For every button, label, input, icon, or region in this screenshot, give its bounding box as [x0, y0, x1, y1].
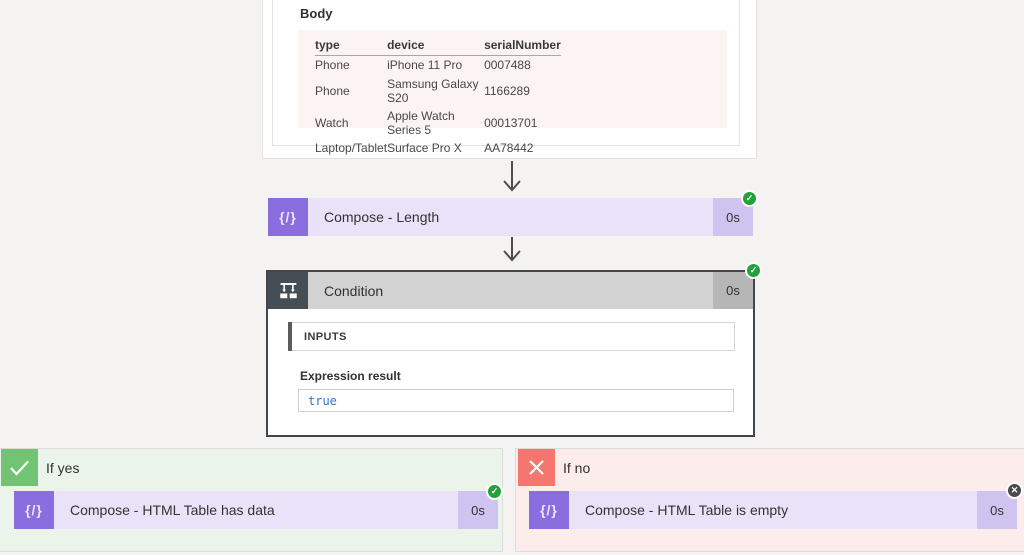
action-duration: 0s: [713, 272, 753, 309]
action-title: Compose - HTML Table has data: [54, 491, 458, 529]
if-no-cross-icon: [518, 449, 555, 486]
condition-branch-icon: [268, 272, 308, 309]
cell-type: Laptop/Tablet: [315, 141, 388, 156]
cell-serial: 0007488: [484, 58, 531, 73]
expression-result-label: Expression result: [300, 369, 401, 383]
if-yes-label: If yes: [46, 459, 80, 476]
table-row: Watch Apple Watch Series 5 00013701: [315, 107, 561, 139]
action-compose-length[interactable]: {/} Compose - Length 0s ✓: [268, 190, 758, 236]
cell-device: Samsung Galaxy S20: [387, 76, 479, 105]
cell-type: Phone: [315, 58, 350, 73]
success-check-badge: ✓: [741, 190, 758, 207]
column-header-type: type: [315, 36, 388, 56]
action-compose-html-table-is-empty[interactable]: {/} Compose - HTML Table is empty 0s ✕: [529, 482, 1023, 529]
table-row: Phone iPhone 11 Pro 0007488: [315, 56, 561, 75]
success-check-badge: ✓: [745, 262, 762, 279]
if-no-branch-card: If no {/} Compose - HTML Table is empty …: [515, 448, 1024, 552]
success-check-badge: ✓: [486, 483, 503, 500]
action-title: Compose - HTML Table is empty: [569, 491, 977, 529]
table-header-row: type device serialNumber: [315, 36, 561, 56]
column-header-device: device: [387, 36, 485, 56]
cell-type: Watch: [315, 115, 349, 130]
skipped-cross-badge: ✕: [1006, 482, 1023, 499]
compose-icon: {/}: [268, 198, 308, 236]
cell-device: Surface Pro X: [387, 141, 462, 156]
inputs-accent-bar: [288, 322, 292, 351]
action-title: Compose - Length: [308, 198, 713, 236]
cell-device: Apple Watch Series 5: [387, 108, 455, 137]
action-title: Condition: [308, 272, 713, 309]
cell-device: iPhone 11 Pro: [387, 58, 463, 73]
compose-icon: {/}: [14, 491, 54, 529]
compose-icon: {/}: [529, 491, 569, 529]
if-yes-branch-card: If yes {/} Compose - HTML Table has data…: [0, 448, 503, 552]
connector-arrow-down: [503, 161, 521, 192]
table-row: Phone Samsung Galaxy S20 1166289: [315, 74, 561, 106]
condition-card: Condition 0s ✓ INPUTS Expression result …: [266, 262, 762, 437]
cell-serial: AA78442: [484, 141, 534, 156]
cell-type: Phone: [315, 83, 350, 98]
action-condition-header[interactable]: Condition 0s: [268, 272, 753, 309]
device-table: type device serialNumber Phone iPhone 11…: [315, 36, 561, 158]
connector-arrow-down: [503, 237, 521, 262]
if-no-label: If no: [563, 459, 591, 476]
if-yes-check-icon: [1, 449, 38, 486]
inputs-label: INPUTS: [304, 330, 347, 343]
column-header-serialnumber: serialNumber: [484, 36, 561, 56]
table-row: Laptop/Tablet Surface Pro X AA78442: [315, 139, 561, 157]
expression-result-box: true: [298, 389, 734, 412]
body-output-table-panel: type device serialNumber Phone iPhone 11…: [298, 30, 727, 155]
action-compose-html-table-has-data[interactable]: {/} Compose - HTML Table has data 0s ✓: [14, 483, 503, 529]
cell-serial: 00013701: [484, 115, 538, 130]
body-card-title: Body: [300, 6, 333, 21]
inputs-section-header: INPUTS: [288, 322, 735, 351]
expression-result-value: true: [308, 393, 337, 408]
cell-serial: 1166289: [484, 83, 530, 98]
